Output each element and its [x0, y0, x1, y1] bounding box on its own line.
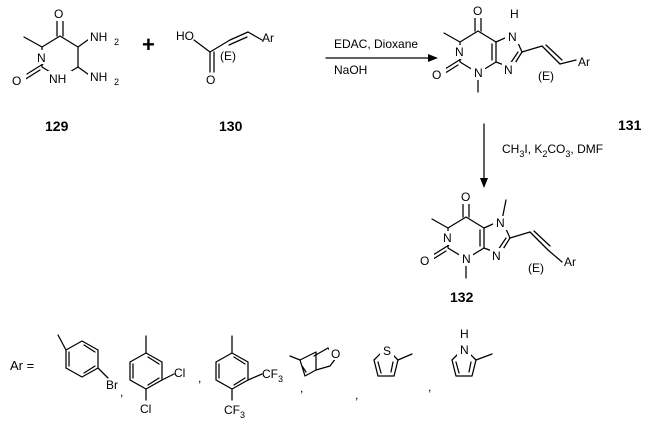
group-CF3: CF3	[262, 367, 283, 384]
atom-O: O	[12, 74, 21, 88]
reagents-line-2: NaOH	[334, 63, 367, 77]
atom-NH: NH	[90, 30, 107, 44]
atom-H: H	[460, 327, 469, 341]
atom-NH: NH	[49, 72, 66, 86]
atom-N: N	[462, 252, 471, 266]
compound-label-129: 129	[45, 118, 69, 134]
stereo-descriptor-E: (E)	[528, 261, 544, 275]
list-separator: ,	[120, 385, 123, 399]
atom-Ar: Ar	[262, 31, 274, 45]
atom-O: O	[473, 4, 482, 18]
atom-N: N	[37, 51, 46, 65]
ar-2-thienyl: S ,	[373, 343, 431, 394]
atom-O: O	[420, 254, 429, 268]
subscript-2: 2	[114, 37, 119, 47]
atom-N: N	[455, 45, 464, 59]
atom-N: N	[496, 216, 505, 230]
atom-N: N	[460, 343, 469, 357]
atom-NH: NH	[90, 70, 107, 84]
reagents-line-1: EDAC, Dioxane	[334, 37, 418, 51]
compound-label-131: 131	[618, 117, 642, 133]
ar-2-pyrrolyl: N H	[451, 327, 493, 377]
atom-Br: Br	[106, 378, 118, 392]
list-separator: ,	[300, 381, 303, 395]
ar-3-4-dichlorophenyl: Cl Cl ,	[129, 335, 201, 416]
atom-Ar: Ar	[564, 255, 576, 269]
list-separator: ,	[198, 371, 201, 385]
reagents-methylation: CH3I, K2CO3, DMF	[502, 142, 603, 159]
compound-131-structure: O N O N N H N (E) Ar	[430, 4, 590, 93]
ar-bis-trifluoromethylphenyl: CF3 CF3 ,	[215, 335, 303, 420]
arrowhead-1	[428, 54, 438, 62]
list-separator: ,	[428, 380, 431, 394]
atom-N: N	[492, 249, 501, 263]
atom-S: S	[383, 344, 391, 358]
atom-N: N	[443, 231, 452, 245]
atom-O: O	[432, 68, 441, 82]
atom-N: N	[504, 63, 513, 77]
atom-O: O	[461, 190, 470, 204]
atom-H: H	[510, 7, 519, 21]
atom-N: N	[474, 66, 483, 80]
subscript-2: 2	[114, 77, 119, 87]
compound-129-structure: O N O NH NH 2 NH 2	[10, 7, 126, 88]
list-separator: ,	[355, 388, 358, 402]
ar-2-furyl: O ,	[289, 346, 358, 402]
ar-definition-label: Ar =	[10, 358, 34, 373]
atom-Cl: Cl	[174, 366, 185, 380]
atom-O: O	[331, 347, 340, 361]
arrowhead-2	[480, 178, 488, 188]
plus-sign: +	[142, 32, 155, 57]
stereo-descriptor-E: (E)	[538, 69, 554, 83]
atom-Cl: Cl	[140, 402, 151, 416]
compound-132-structure: O N O N N N (E) Ar	[418, 190, 576, 279]
compound-label-132: 132	[450, 289, 474, 305]
stereo-descriptor-E: (E)	[220, 49, 236, 63]
atom-O: O	[206, 73, 215, 87]
atom-O: O	[54, 7, 63, 21]
compound-130-structure: HO O (E) Ar	[176, 29, 274, 87]
ar-3-bromophenyl: Br ,	[57, 334, 123, 399]
compound-label-130: 130	[219, 118, 243, 134]
atom-N: N	[508, 30, 517, 44]
atom-HO: HO	[176, 29, 194, 43]
atom-Ar: Ar	[578, 55, 590, 69]
group-CF3: CF3	[224, 403, 245, 420]
